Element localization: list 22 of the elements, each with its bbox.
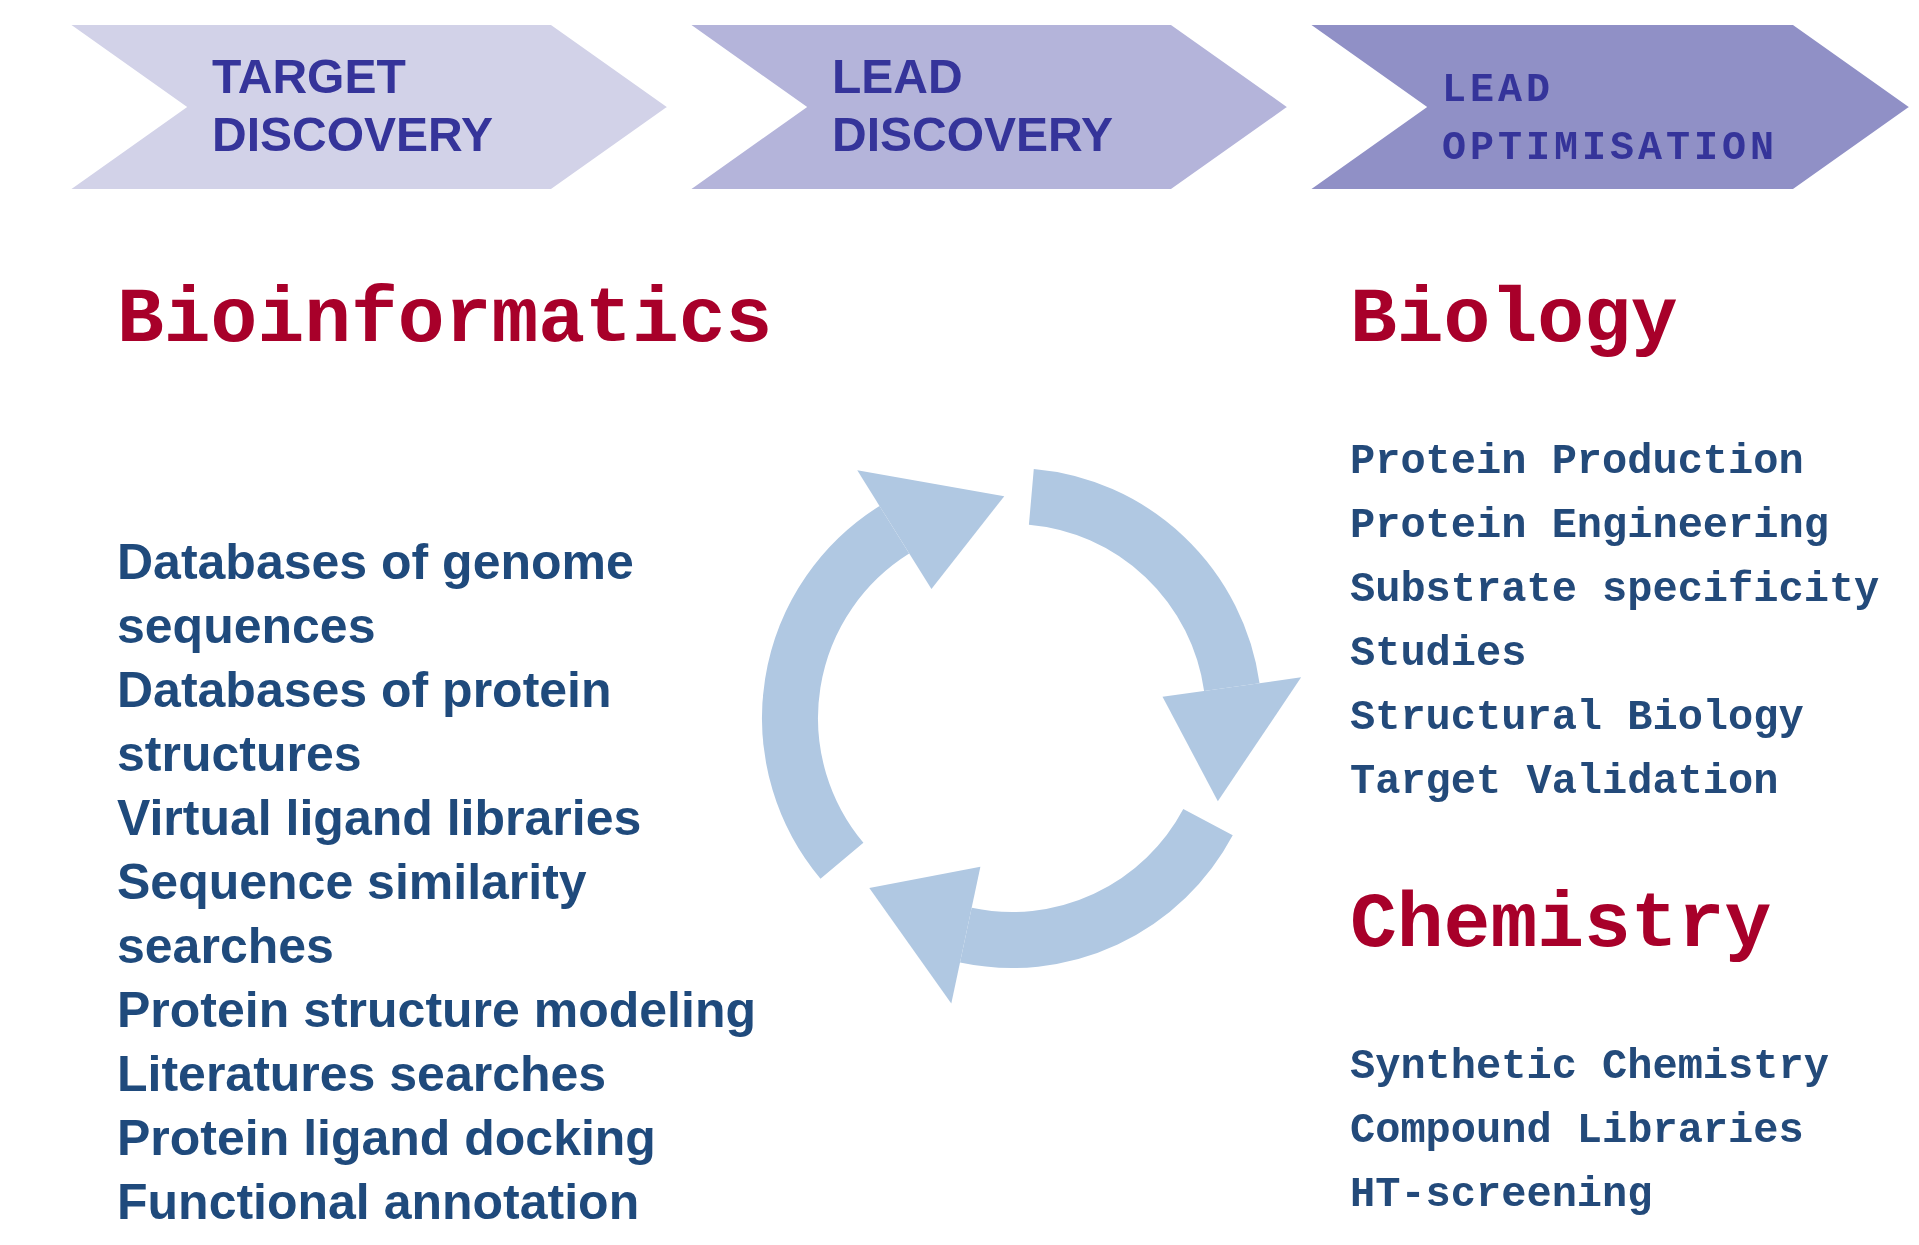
section-heading: Biology: [1350, 275, 1679, 366]
list-item: Synthetic Chemistry: [1350, 1042, 1830, 1093]
section-heading: Chemistry: [1350, 880, 1773, 971]
list-item: Protein structure modeling: [117, 981, 757, 1040]
list-item: Protein ligand docking: [117, 1109, 657, 1168]
list-item: Protein Production: [1350, 437, 1805, 488]
list-item: Databases of protein structures: [117, 661, 613, 784]
stage-label: LEAD OPTIMISATION: [1442, 67, 1780, 173]
list-item: Structural Biology: [1350, 693, 1805, 744]
list-item: HT-screening: [1350, 1170, 1654, 1221]
list-item: Compound Libraries: [1350, 1106, 1805, 1157]
list-item: Substrate specificity Studies: [1350, 565, 1881, 680]
list-item: Target Validation: [1350, 757, 1780, 808]
section-heading: Bioinformatics: [117, 275, 774, 366]
list-item: Literatures searches: [117, 1045, 608, 1104]
list-item: Sequence similarity searches: [117, 853, 588, 976]
stage-label: TARGET DISCOVERY: [212, 49, 494, 163]
list-item: Virtual ligand libraries: [117, 789, 643, 848]
list-item: Functional annotation: [117, 1173, 641, 1232]
list-item: Protein Engineering: [1350, 501, 1830, 552]
stage-label: LEAD DISCOVERY: [832, 49, 1114, 163]
list-item: Databases of genome sequences: [117, 533, 635, 656]
